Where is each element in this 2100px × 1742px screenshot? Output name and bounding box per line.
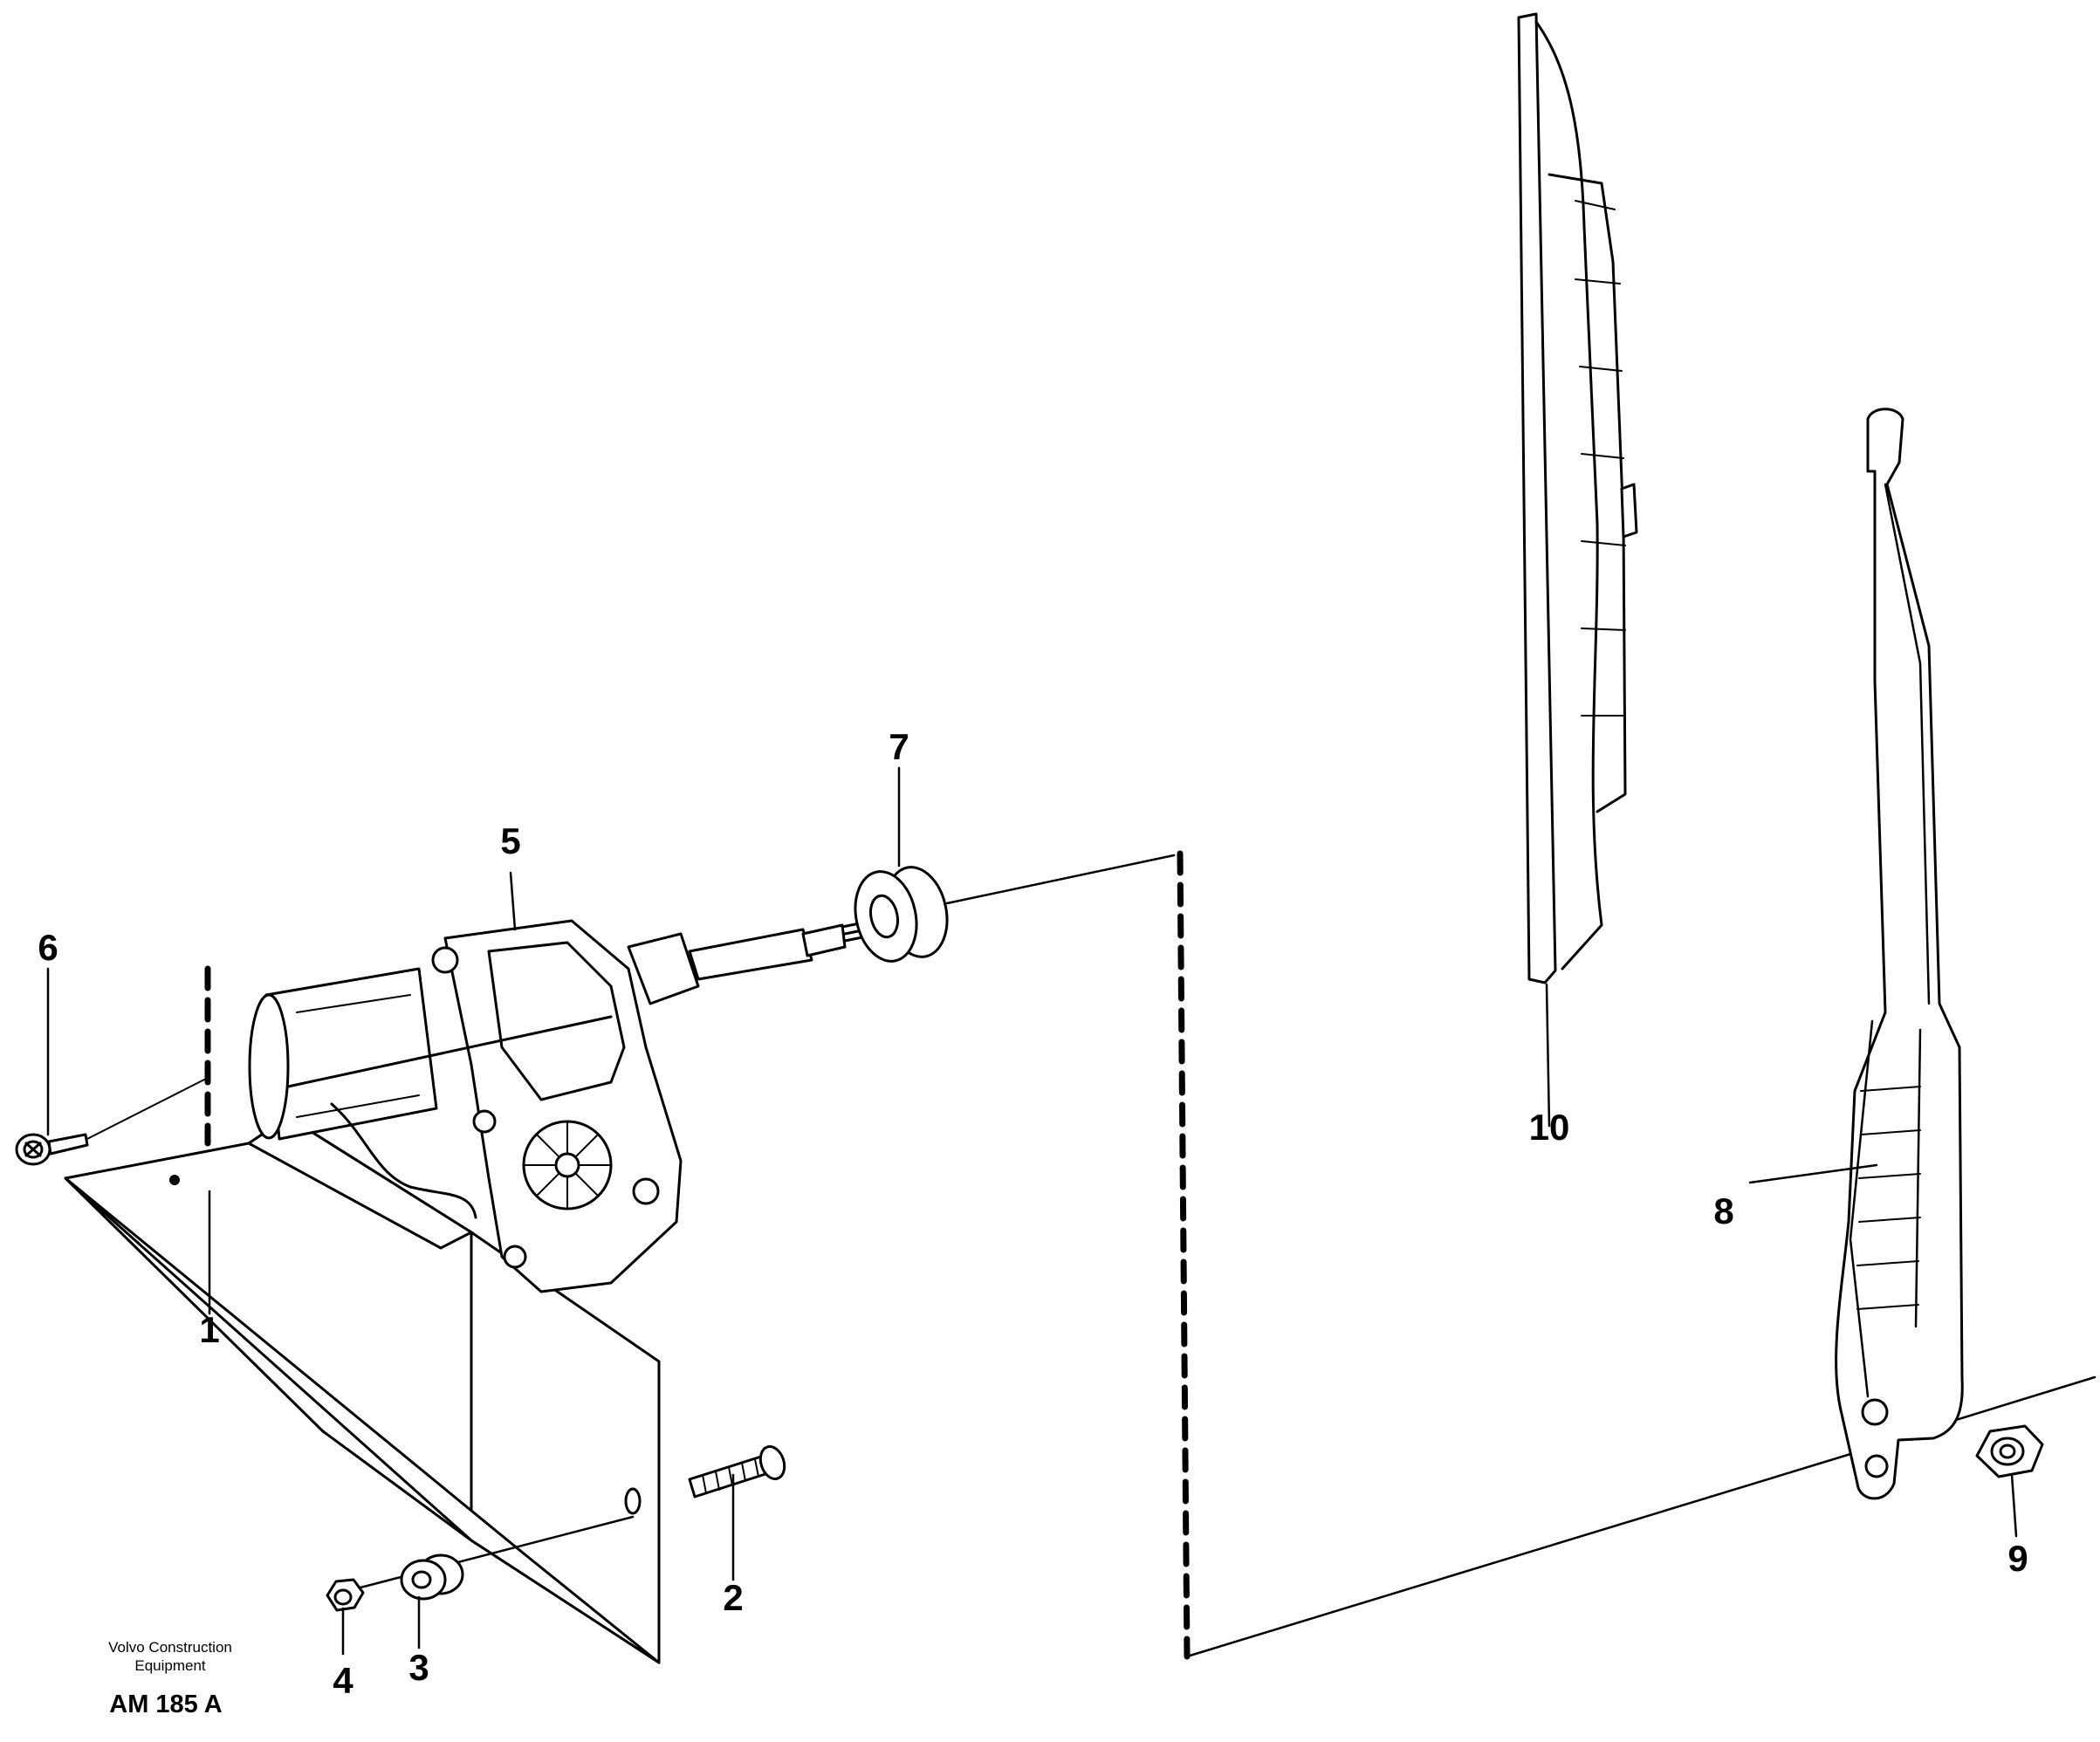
callout-1: 1	[199, 1309, 219, 1350]
wiper-motor	[248, 919, 877, 1293]
callout-3: 3	[408, 1647, 429, 1688]
mounting-bolt	[688, 1444, 786, 1499]
callout-10: 10	[1529, 1107, 1570, 1148]
screw-with-washer	[15, 1133, 89, 1166]
callout-4: 4	[333, 1660, 353, 1701]
spacer-sleeve	[400, 1553, 464, 1601]
assembly-line-6	[78, 1077, 209, 1144]
callout-5: 5	[500, 820, 520, 861]
wiper-blade	[1517, 12, 1638, 984]
hex-nut	[326, 1578, 365, 1612]
assembly-line-7	[945, 854, 1176, 905]
credit-company-line2: Equipment	[134, 1657, 206, 1674]
callout-9: 9	[2007, 1538, 2028, 1579]
callout-6: 6	[38, 927, 58, 968]
mounting-bracket	[64, 1115, 661, 1664]
credit-company-line1: Volvo Construction	[108, 1639, 232, 1656]
drawing-code: AM 185 A	[109, 1691, 223, 1718]
assembly-line-bracket	[339, 1515, 635, 1595]
grommet-seal	[854, 866, 949, 963]
callout-7: 7	[889, 726, 909, 767]
callout-2: 2	[723, 1577, 743, 1618]
callout-8: 8	[1713, 1190, 1733, 1231]
leader-lines	[46, 766, 2018, 1656]
assembly-line-bottom	[1185, 1375, 2097, 1658]
arm-nut	[1975, 1424, 2044, 1478]
assembly-dash-center	[1177, 850, 1191, 1660]
wiper-arm	[1835, 408, 1964, 1500]
